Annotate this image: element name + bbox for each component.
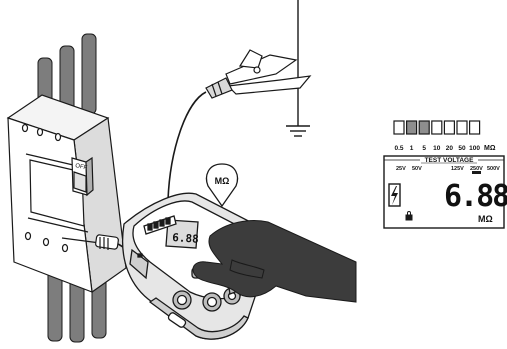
- meter-screen-reading: 6.88: [172, 231, 199, 246]
- display-reading: 6.88: [444, 179, 507, 214]
- circuit-breaker: [8, 95, 126, 292]
- selected-voltage-marker: [472, 171, 481, 174]
- voltage-option-25v: 25V: [396, 166, 406, 172]
- voltage-option-50v: 50V: [412, 166, 422, 172]
- scale-box-20: [444, 121, 454, 134]
- scale-box-100: [470, 121, 480, 134]
- scale-box-50: [457, 121, 467, 134]
- scale-box-5: [419, 121, 429, 134]
- scale-unit-label: MΩ: [484, 145, 496, 152]
- scale-label-0-5: 0.5: [394, 145, 403, 152]
- scale-label-50: 50: [458, 145, 466, 152]
- scale-label-10: 10: [433, 145, 441, 152]
- voltage-option-500v: 500V: [487, 166, 500, 172]
- scale-box-1: [407, 121, 417, 134]
- ground-symbol: [286, 0, 310, 136]
- scale-box-0-5: [394, 121, 404, 134]
- high-voltage-icon: [389, 184, 400, 206]
- scale-label-5: 5: [422, 145, 426, 152]
- scale-label-100: 100: [469, 145, 480, 152]
- scale-label-20: 20: [446, 145, 454, 152]
- scale-box-10: [432, 121, 442, 134]
- voltage-option-125v: 125V: [451, 166, 464, 172]
- megaohm-pointer-bubble: MΩ: [207, 164, 238, 206]
- display-unit: MΩ: [478, 214, 493, 224]
- pointer-unit-label: MΩ: [215, 176, 230, 186]
- alligator-clip: [206, 50, 310, 98]
- scale-label-1: 1: [410, 145, 414, 152]
